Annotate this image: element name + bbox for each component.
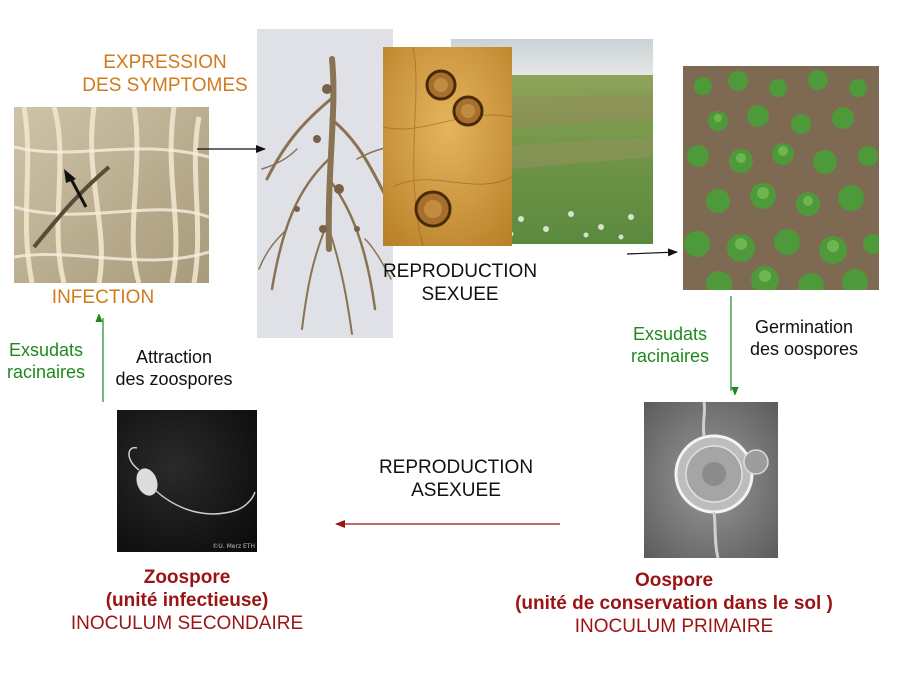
zoospore-inoculum: INOCULUM SECONDAIRE [70,613,304,635]
oospore-subtitle: (unité de conservation dans le sol ) [515,593,833,615]
arrow-reproduction-to-seedlings [626,248,678,257]
oospore-phase-contrast-photo [644,402,778,558]
symptom-root-photo [257,29,393,338]
zoospore-title: Zoospore [143,567,231,588]
oospore-micrograph-photo [383,47,512,246]
micrograph-credit: ©U. Merz ETH [212,543,255,550]
seedling-photo [683,66,879,290]
infection-label: INFECTION [51,287,155,308]
exsudats-racinaires-right-label: Exsudats racinaires [630,324,710,366]
oospore-title: Oospore [634,570,714,591]
expression-des-symptomes-label: EXPRESSION DES SYMPTOMES [82,52,248,97]
infected-root-photo [14,107,209,283]
oospore-inoculum: INOCULUM PRIMAIRE [574,616,774,638]
attraction-des-zoospores-label: Attraction des zoospores [115,347,233,389]
zoospore-caption: Zoospore (unité infectieuse) INOCULUM SE… [22,566,352,636]
exsudats-racinaires-left-label: Exsudats racinaires [6,340,86,382]
reproduction-asexuee-label: REPRODUCTION ASEXUEE [378,457,534,502]
zoospore-subtitle: (unité infectieuse) [105,590,269,612]
zoospore-micrograph-photo: ©U. Merz ETH [117,410,257,552]
germination-des-oospores-label: Germination des oospores [749,317,859,359]
oospore-caption: Oospore (unité de conservation dans le s… [468,569,880,639]
reproduction-sexuee-label: REPRODUCTION SEXUEE [382,261,538,306]
